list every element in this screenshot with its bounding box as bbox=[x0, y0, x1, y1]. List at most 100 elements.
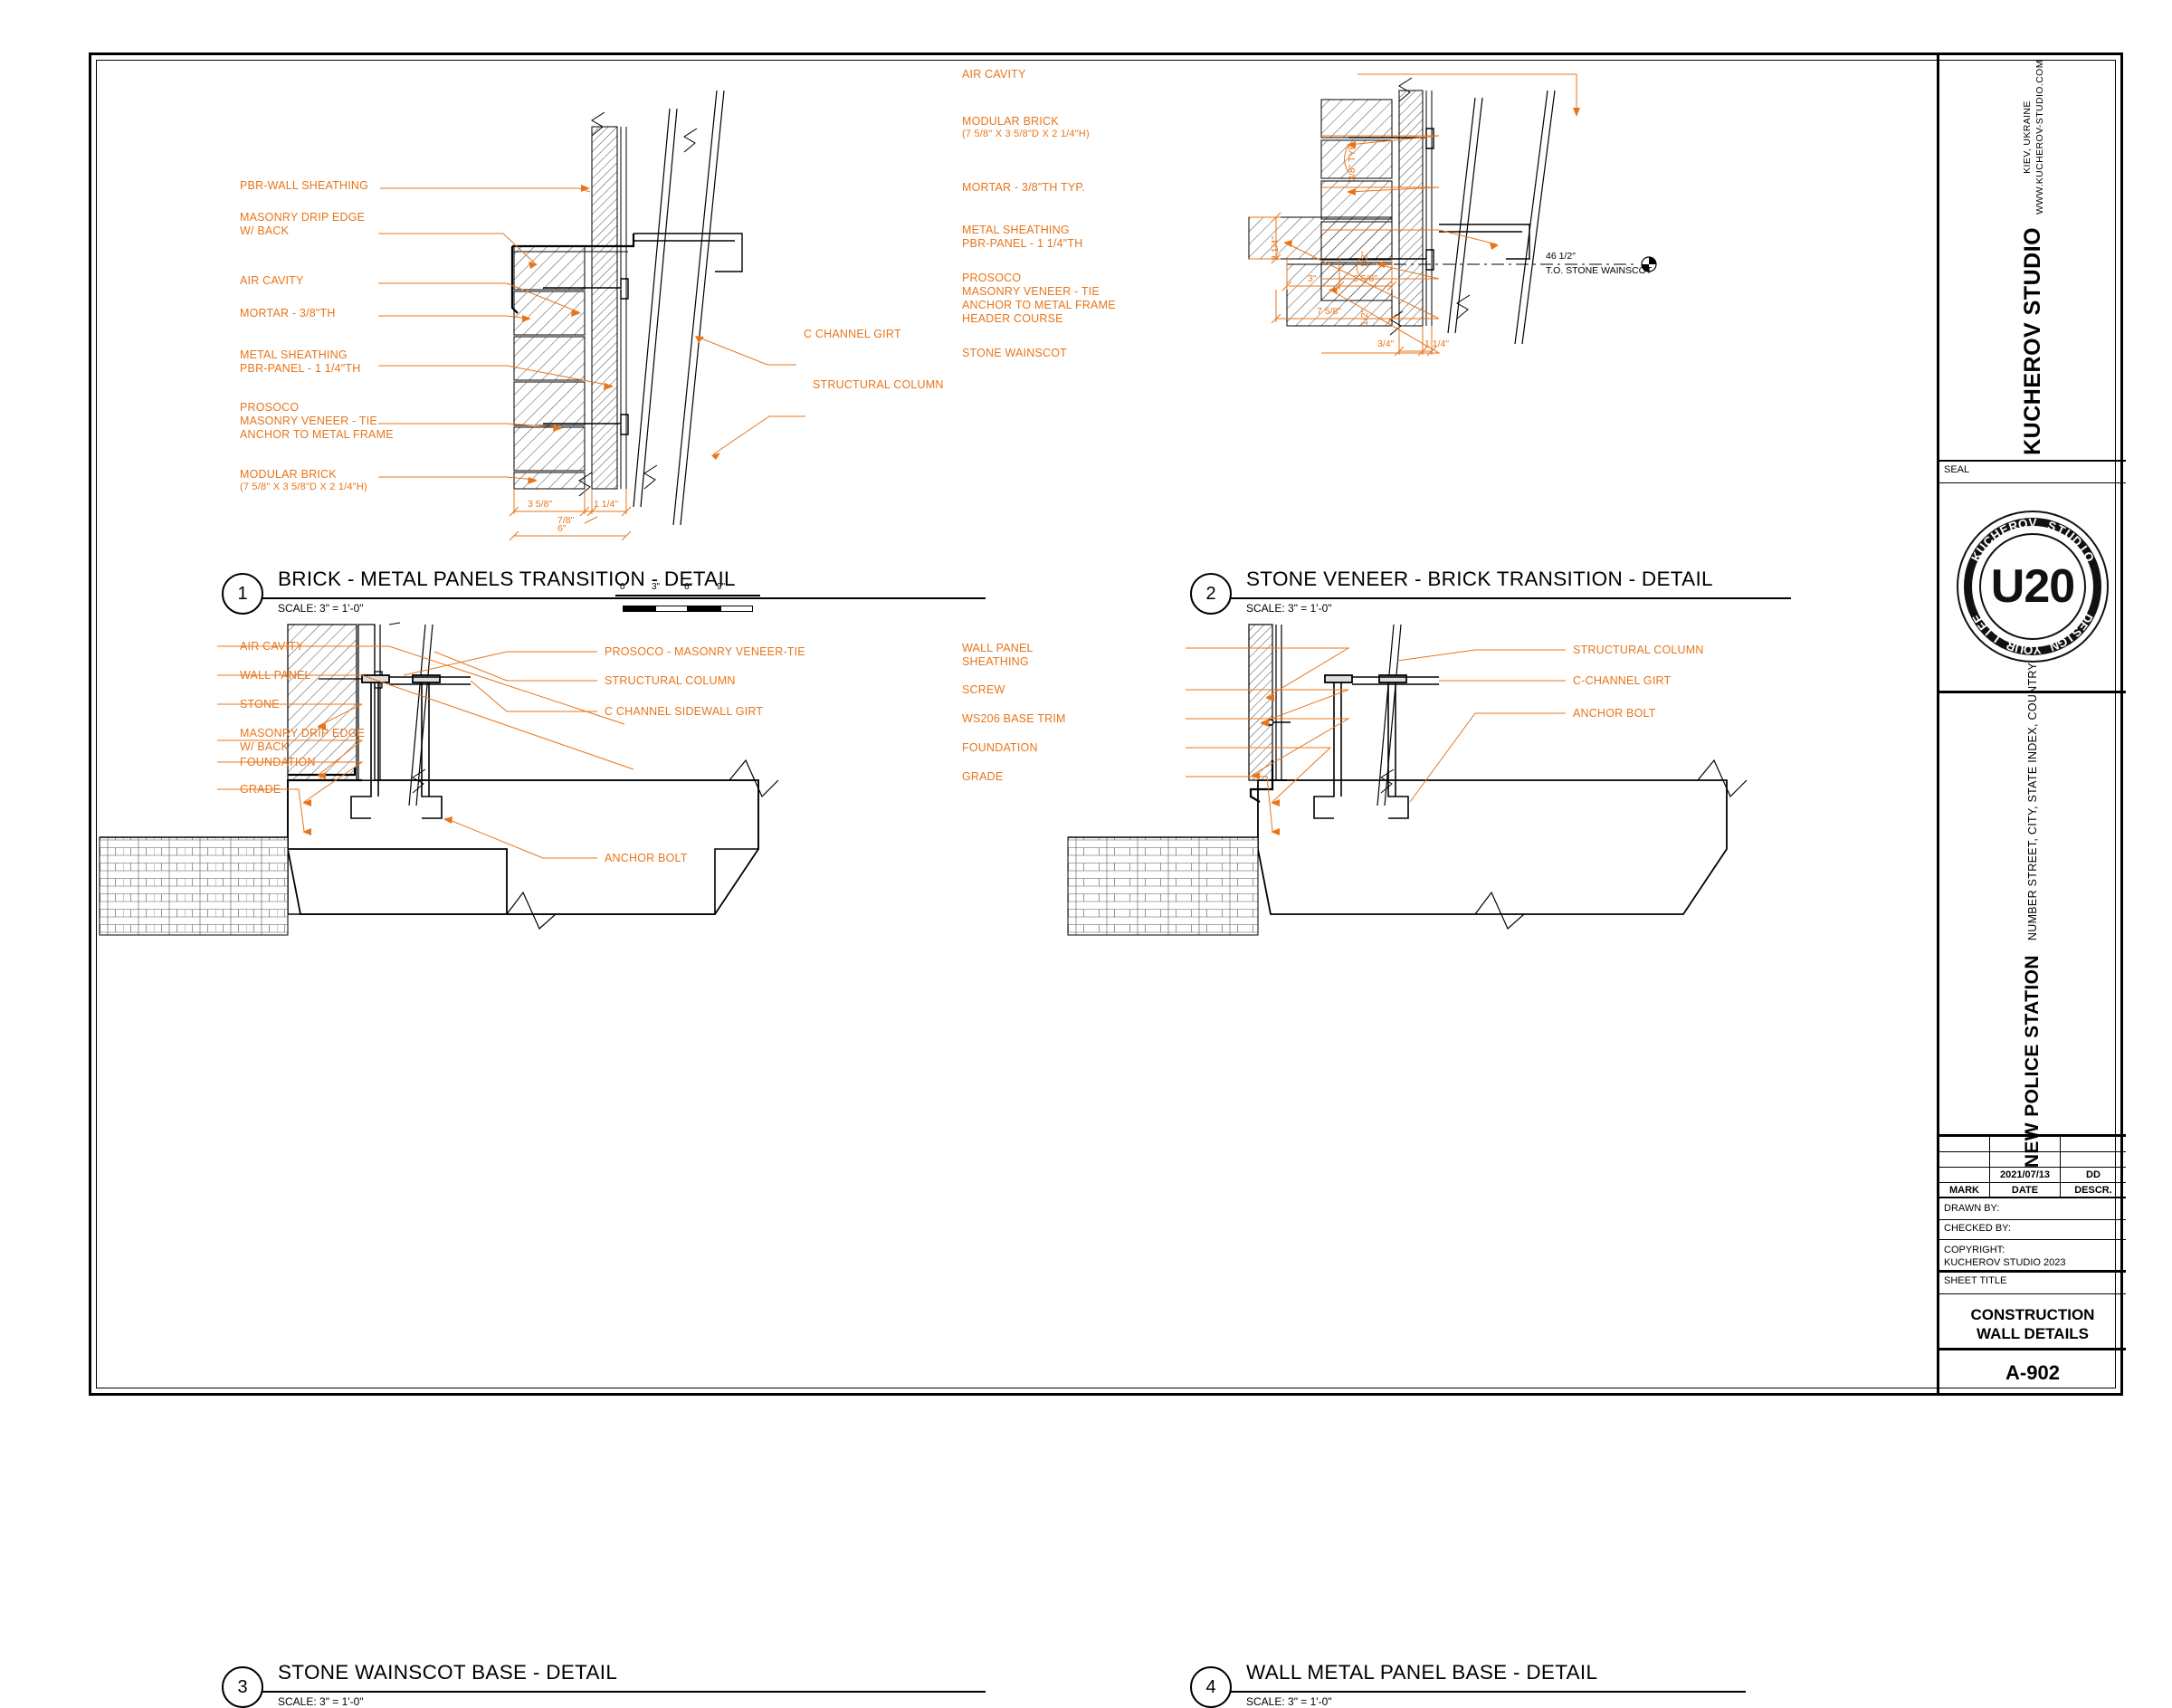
project-address: NUMBER STREET, CITY, STATE INDEX, COUNTR… bbox=[2026, 663, 2039, 940]
detail-3-title: STONE WAINSCOT BASE - DETAIL bbox=[278, 1661, 617, 1684]
detail-2-dim-2-1-4: 2 1/4" bbox=[1270, 236, 1281, 261]
revision-descr bbox=[2061, 1137, 2126, 1151]
detail-3-label-stone: STONE bbox=[240, 698, 280, 711]
firm-name: KUCHEROV STUDIO bbox=[2020, 226, 2046, 454]
detail-4-title: WALL METAL PANEL BASE - DETAIL bbox=[1246, 1661, 1597, 1684]
detail-2-label-masonry-veneer-tie: MASONRY VENEER - TIE bbox=[962, 285, 1100, 299]
revision-descr: DD bbox=[2061, 1168, 2126, 1182]
sheet-title-line1: CONSTRUCTION bbox=[1939, 1305, 2126, 1324]
detail-2-drawing: AIR CAVITY MODULAR BRICK (7 5/8" X 3 5/8… bbox=[968, 0, 1937, 561]
revision-header-date: DATE bbox=[1990, 1183, 2061, 1197]
detail-2-dim-7-5-8: 7 5/8" bbox=[1317, 306, 1341, 317]
detail-2-label-prosoco: PROSOCO bbox=[962, 272, 1021, 285]
sheet-title-header-label: SHEET TITLE bbox=[1939, 1273, 2126, 1289]
detail-1-label-anchor-to-metal-frame: ANCHOR TO METAL FRAME bbox=[240, 428, 394, 442]
firm-website: WWW.KUCHEROV-STUDIO.COM bbox=[2033, 60, 2045, 215]
sheet-title-header-row: SHEET TITLE bbox=[1939, 1273, 2126, 1294]
drawing-area: PBR-WALL SHEATHING MASONRY DRIP EDGE W/ … bbox=[0, 0, 1937, 1448]
sheet-title-line2: WALL DETAILS bbox=[1939, 1324, 2126, 1343]
detail-1-geometry bbox=[0, 0, 968, 543]
detail-2-dim-3-4: 3/4" bbox=[1377, 339, 1394, 349]
drawn-by-row[interactable]: DRAWN BY: bbox=[1939, 1200, 2126, 1220]
detail-2-dim-3-5-8: 3 5/8" bbox=[1353, 273, 1377, 284]
detail-2-dim-3-8-typ: 3/8" TYP. bbox=[1347, 142, 1358, 181]
detail-1-dim-6: 6" bbox=[557, 523, 567, 534]
detail-3-label-air-cavity: AIR CAVITY bbox=[240, 640, 304, 654]
detail-2-label-header-course: HEADER COURSE bbox=[962, 312, 1063, 326]
detail-4-label-sheathing: SHEATHING bbox=[962, 655, 1029, 669]
detail-4-label-anchor-bolt: ANCHOR BOLT bbox=[1573, 707, 1656, 720]
revision-mark bbox=[1939, 1137, 1990, 1151]
revision-descr bbox=[2061, 1152, 2126, 1167]
revision-row[interactable] bbox=[1939, 1152, 2126, 1168]
detail-1-label-c-channel-girt: C CHANNEL GIRT bbox=[804, 328, 901, 341]
revision-row[interactable] bbox=[1939, 1137, 2126, 1152]
detail-1-label-modular-brick-size: (7 5/8" X 3 5/8"D X 2 1/4"H) bbox=[240, 482, 367, 493]
sheet-number: A-902 bbox=[1939, 1350, 2126, 1385]
detail-4-geometry bbox=[968, 625, 1937, 1059]
detail-2-dim-1-1-4: 1 1/4" bbox=[1424, 339, 1449, 349]
detail-4-label-wall-panel: WALL PANEL bbox=[962, 642, 1034, 655]
detail-4-label-screw: SCREW bbox=[962, 683, 1005, 697]
revision-table: 2021/07/13 DD MARK DATE DESCR. bbox=[1939, 1137, 2126, 1198]
detail-2-title: STONE VENEER - BRICK TRANSITION - DETAIL bbox=[1246, 568, 1713, 591]
detail-1-dim-3-5-8: 3 5/8" bbox=[528, 499, 552, 510]
detail-1-number: 1 bbox=[222, 573, 263, 615]
detail-2-number: 2 bbox=[1190, 573, 1232, 615]
detail-2-dim-half-top: 1/2" bbox=[1359, 252, 1370, 268]
revision-mark bbox=[1939, 1152, 1990, 1167]
detail-1-label-masonry-drip-edge: MASONRY DRIP EDGE bbox=[240, 211, 365, 224]
revision-header-row: MARK DATE DESCR. bbox=[1939, 1183, 2126, 1198]
detail-1-label-structural-column: STRUCTURAL COLUMN bbox=[813, 378, 944, 392]
detail-2-label-modular-brick-size: (7 5/8" X 3 5/8"D X 2 1/4"H) bbox=[962, 129, 1090, 140]
detail-1-label-pbr-wall-sheathing: PBR-WALL SHEATHING bbox=[240, 179, 368, 193]
detail-2-dim-3in: 3" bbox=[1308, 273, 1317, 284]
detail-1-scale-bar: 0 3" 6" 9" bbox=[615, 584, 760, 620]
drawn-by-label: DRAWN BY: bbox=[1939, 1200, 2126, 1217]
checked-by-row[interactable]: CHECKED BY: bbox=[1939, 1220, 2126, 1240]
detail-2-label-pbr-panel: PBR-PANEL - 1 1/4"TH bbox=[962, 237, 1082, 251]
detail-2-label-stone-wainscot: STONE WAINSCOT bbox=[962, 347, 1067, 360]
detail-3-label-masonry-drip-edge: MASONRY DRIP EDGE bbox=[240, 727, 365, 740]
firm-city: KIEV, UKRAINE bbox=[2020, 60, 2033, 215]
detail-1-drawing: PBR-WALL SHEATHING MASONRY DRIP EDGE W/ … bbox=[0, 0, 968, 561]
detail-4-scale: SCALE: 3" = 1'-0" bbox=[1246, 1695, 1332, 1708]
detail-3-geometry bbox=[0, 625, 968, 1059]
detail-1-scalebar-tick-9: 9" bbox=[717, 582, 725, 592]
sheet-title-row: CONSTRUCTION WALL DETAILS bbox=[1939, 1294, 2126, 1350]
detail-4-label-structural-column: STRUCTURAL COLUMN bbox=[1573, 644, 1704, 657]
detail-3-label-structural-column: STRUCTURAL COLUMN bbox=[605, 674, 736, 688]
detail-4-label-foundation: FOUNDATION bbox=[962, 741, 1038, 755]
detail-3-label-anchor-bolt: ANCHOR BOLT bbox=[605, 852, 688, 865]
detail-1-scalebar-tick-6: 6" bbox=[684, 582, 692, 592]
revision-row[interactable]: 2021/07/13 DD bbox=[1939, 1168, 2126, 1183]
seal-center-text: U20 bbox=[1957, 510, 2109, 663]
detail-2-scale: SCALE: 3" = 1'-0" bbox=[1246, 602, 1332, 615]
detail-2-dim-half-bottom: 1/2" bbox=[1359, 310, 1370, 326]
detail-1-label-metal-sheathing: METAL SHEATHING bbox=[240, 348, 348, 362]
copyright-label: COPYRIGHT: bbox=[1944, 1244, 2121, 1256]
detail-3-label-foundation: FOUNDATION bbox=[240, 756, 316, 769]
detail-1-label-masonry-veneer-tie: MASONRY VENEER - TIE bbox=[240, 415, 377, 428]
copyright-owner: KUCHEROV STUDIO 2023 bbox=[1944, 1256, 2121, 1269]
detail-1-label-masonry-drip-edge-2: W/ BACK bbox=[240, 224, 289, 238]
firm-identity-panel: KUCHEROV STUDIO KIEV, UKRAINE WWW.KUCHER… bbox=[1939, 52, 2126, 462]
detail-2-geometry bbox=[968, 0, 1937, 543]
detail-1-scalebar-tick-0: 0 bbox=[620, 582, 625, 592]
detail-1-scalebar-tick-3: 3" bbox=[652, 582, 660, 592]
detail-3-label-prosoco-veneer-tie: PROSOCO - MASONRY VENEER-TIE bbox=[605, 645, 805, 659]
detail-2-elevation-value: 46 1/2" bbox=[1546, 251, 1576, 262]
detail-4-label-grade: GRADE bbox=[962, 770, 1003, 784]
project-name: NEW POLICE STATION bbox=[2022, 955, 2043, 1168]
drawing-sheet: PBR-WALL SHEATHING MASONRY DRIP EDGE W/ … bbox=[0, 0, 2172, 1448]
detail-2-elevation-label: T.O. STONE WAINSCOT bbox=[1546, 265, 1652, 276]
detail-1-label-modular-brick: MODULAR BRICK bbox=[240, 468, 337, 482]
detail-3-scale: SCALE: 3" = 1'-0" bbox=[278, 1695, 364, 1708]
detail-2-label-modular-brick: MODULAR BRICK bbox=[962, 115, 1059, 129]
detail-1-scale: SCALE: 3" = 1'-0" bbox=[278, 602, 364, 615]
detail-3-number: 3 bbox=[222, 1666, 263, 1708]
detail-3-drawing: AIR CAVITY WALL PANEL STONE MASONRY DRIP… bbox=[0, 625, 968, 1095]
detail-2-label-air-cavity: AIR CAVITY bbox=[962, 68, 1026, 81]
detail-2-label-mortar: MORTAR - 3/8"TH TYP. bbox=[962, 181, 1085, 195]
